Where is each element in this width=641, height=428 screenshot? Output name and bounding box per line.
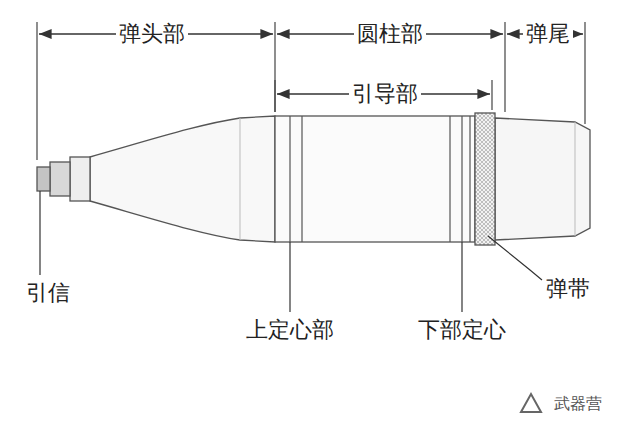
part-name: 弹尾 — [523, 21, 573, 46]
part-name: 引信 — [23, 280, 73, 305]
part-name: 弹带 — [543, 276, 593, 301]
watermark: 武器营 — [551, 395, 605, 413]
watermark-logo — [521, 394, 541, 412]
part-name: 上定心部 — [243, 317, 337, 342]
part-name: 下部定心 — [415, 317, 509, 342]
part-name: 引导部 — [349, 81, 421, 106]
centering-bands — [290, 116, 470, 242]
leader-lines — [40, 191, 542, 312]
part-name: 弹头部 — [116, 21, 188, 46]
shell-body — [37, 113, 590, 245]
part-name: 圆柱部 — [354, 21, 426, 46]
